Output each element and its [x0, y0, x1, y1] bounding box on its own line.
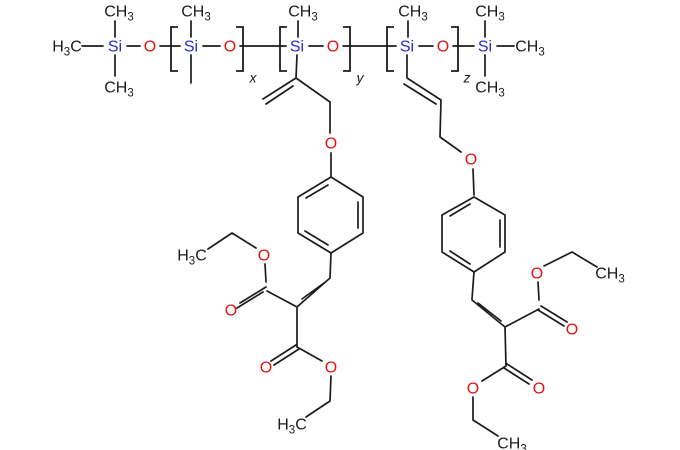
atom-label-oxygen-backbone-3: O	[327, 39, 339, 56]
atom-label-methyl-above-si3: CH3	[288, 4, 318, 24]
bonds-right-malonate-esters	[471, 251, 598, 437]
atom-label-silicon-repeat-z: Si	[400, 39, 414, 56]
atom-label-ether-oxygen-left: O	[325, 136, 337, 153]
bonds-left-benzene-ring	[297, 176, 364, 254]
atom-label-methyl-below-si5: CH3	[475, 80, 505, 100]
atom-label-ethyl-methyl-lower-right: CH3	[497, 436, 527, 450]
repeat-bracket-x-close	[236, 26, 244, 72]
atom-label-methyl-above-si1: CH3	[104, 4, 134, 24]
atom-label-methyl-above-si5: CH3	[475, 4, 505, 24]
atom-label-carbonyl-oxygen-lower-right: O	[533, 381, 545, 398]
atom-label-ester-oxygen-lower-right: O	[467, 381, 479, 398]
repeat-index-subscript-y: y	[356, 70, 365, 86]
atom-label-silicon-repeat-y: Si	[290, 39, 304, 56]
atom-label-terminal-methyl-left: H3C	[52, 39, 82, 59]
atom-label-ester-oxygen-lower-left: O	[325, 360, 337, 377]
atom-label-ethyl-methyl-upper-left: H3C	[177, 248, 207, 268]
atom-label-carbonyl-oxygen-upper-right: O	[566, 322, 578, 339]
atom-label-ester-oxygen-upper-left: O	[258, 248, 270, 265]
bonds-left-malonate-esters	[207, 232, 332, 418]
repeat-bracket-y-close	[343, 26, 351, 72]
atom-label-carbonyl-oxygen-upper-left: O	[225, 303, 237, 320]
atom-label-ester-oxygen-upper-right: O	[531, 266, 543, 283]
bonds-siloxane-backbone	[81, 20, 515, 84]
bonds-left-pendant-linker	[262, 54, 332, 177]
atom-label-methyl-above-si4: CH3	[398, 4, 428, 24]
atom-label-methyl-right-si5: CH3	[515, 39, 545, 59]
atom-label-oxygen-backbone-1: O	[144, 39, 156, 56]
repeat-index-subscript-x: x	[249, 70, 258, 86]
repeat-bracket-z-open	[386, 26, 394, 72]
atom-label-carbonyl-oxygen-lower-left: O	[260, 360, 272, 377]
atom-label-silicon-repeat-x: Si	[184, 39, 198, 56]
atom-label-silicon-end-right: Si	[478, 39, 492, 56]
atom-label-ether-oxygen-right: O	[465, 152, 477, 169]
repeat-bracket-z-close	[451, 26, 459, 72]
repeat-index-subscript-z: z	[463, 70, 471, 86]
bonds-right-benzene-ring	[441, 196, 506, 273]
repeat-bracket-x-open	[170, 26, 178, 72]
atom-label-methyl-below-si1: CH3	[104, 80, 134, 100]
atom-label-oxygen-backbone-2: O	[224, 39, 236, 56]
atom-label-silicon-end-left: Si	[108, 39, 122, 56]
repeat-bracket-y-open	[279, 26, 287, 72]
atom-label-ethyl-methyl-upper-right: CH3	[595, 266, 625, 286]
atom-label-oxygen-backbone-4: O	[437, 39, 449, 56]
atom-label-methyl-above-si2: CH3	[181, 4, 211, 24]
atom-label-ethyl-methyl-lower-left: H3C	[277, 417, 307, 437]
bonds-right-pendant-linker	[403, 54, 475, 196]
